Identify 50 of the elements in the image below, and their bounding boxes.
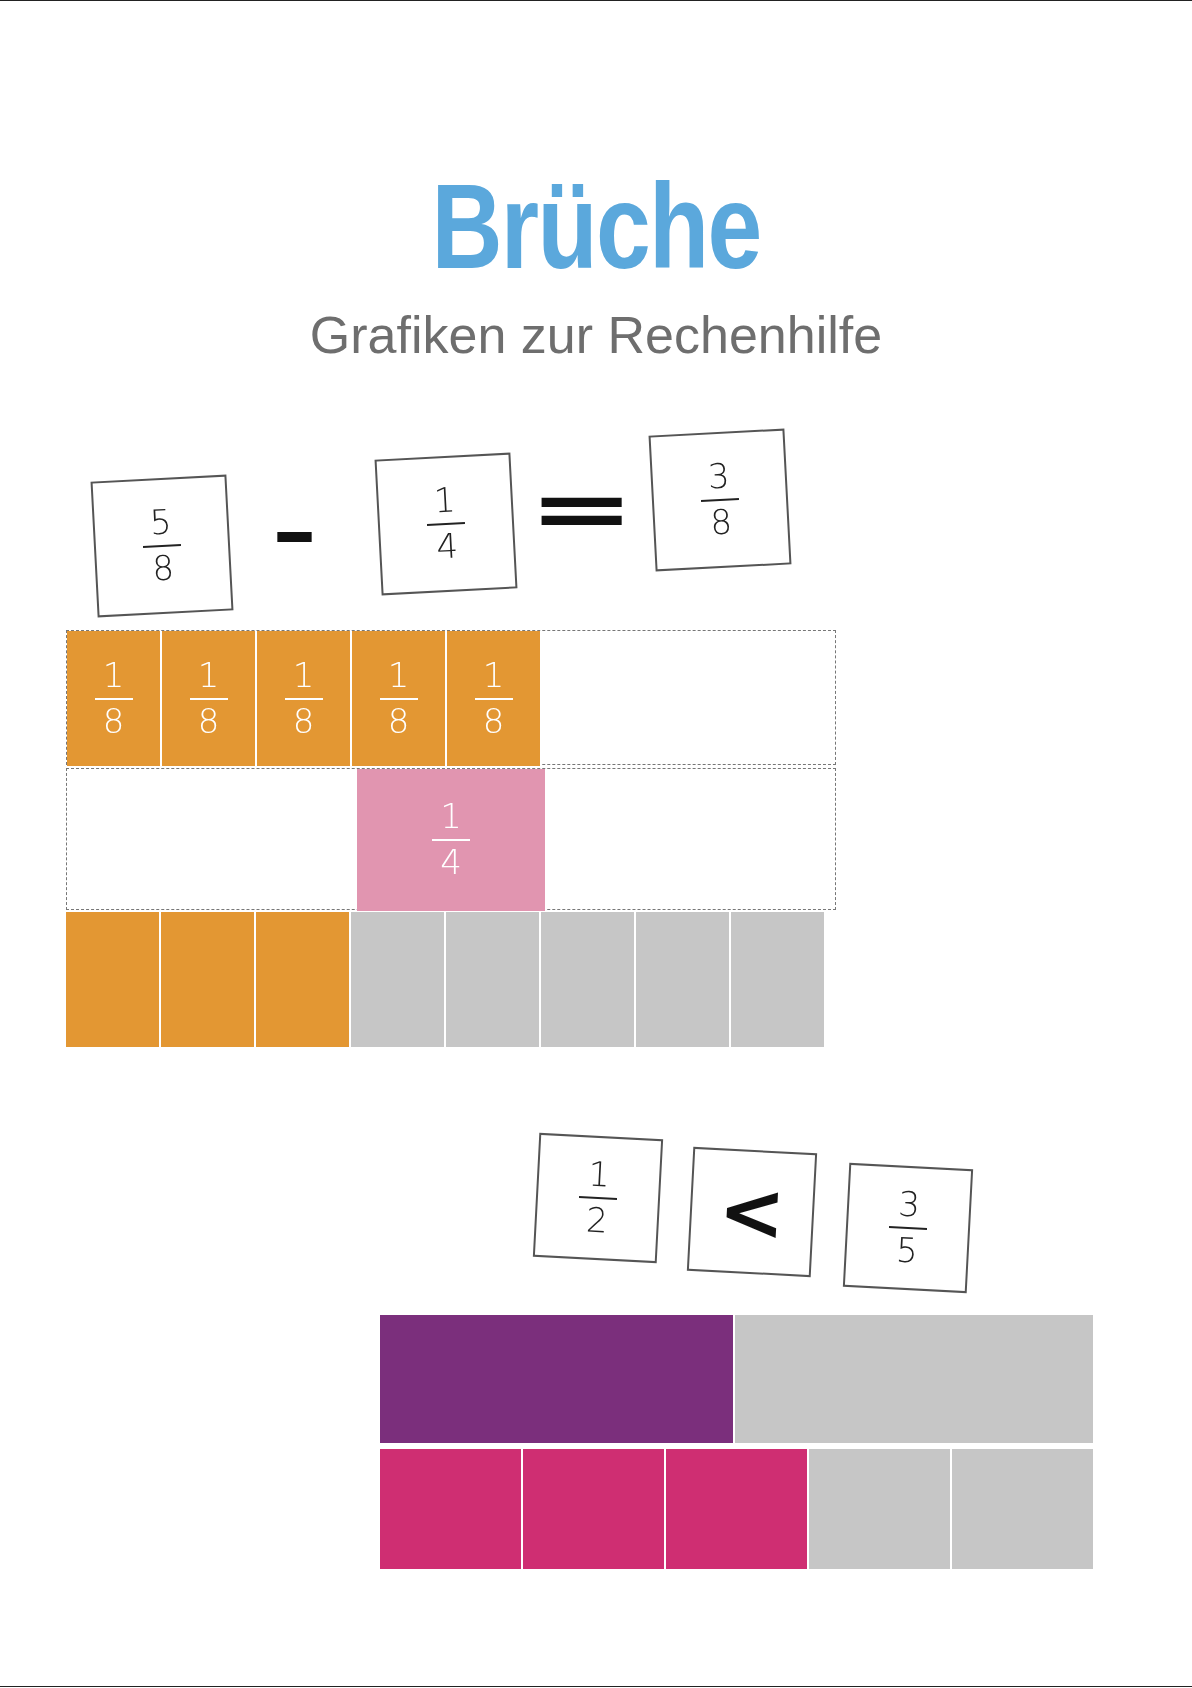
- numerator: 1: [482, 657, 505, 694]
- bar-segment: [541, 912, 636, 1047]
- operator-sign: =: [527, 470, 636, 550]
- numerator: 3: [707, 458, 731, 496]
- denominator: 8: [151, 550, 175, 588]
- bar-segment: [66, 912, 161, 1047]
- bar-segment: [952, 1449, 1095, 1569]
- dashed-outline: [66, 630, 836, 765]
- denominator: 4: [440, 845, 462, 881]
- numerator: 1: [433, 482, 457, 520]
- bar-segment: [446, 912, 541, 1047]
- bar-segment: [666, 1449, 809, 1569]
- denominator: 4: [435, 528, 459, 566]
- fraction-piece: [67, 631, 162, 766]
- fraction-piece: [352, 631, 447, 766]
- denominator: 8: [709, 504, 733, 542]
- dashed-outline: [66, 768, 836, 910]
- fraction-piece: [162, 631, 257, 766]
- denominator: 8: [197, 703, 220, 740]
- numerator: 1: [587, 1156, 611, 1194]
- denominator: 5: [895, 1232, 919, 1270]
- subtitle: Grafiken zur Rechenhilfe: [308, 305, 884, 365]
- denominator: 8: [482, 703, 505, 740]
- bar-segment: [256, 912, 351, 1047]
- denominator: 8: [387, 703, 410, 740]
- comparison-sign: <: [716, 1170, 788, 1254]
- numerator: 5: [149, 504, 173, 542]
- bar-segment: [380, 1315, 735, 1443]
- fraction-piece: [447, 631, 542, 766]
- operator-sign: -: [271, 498, 318, 568]
- numerator: 3: [897, 1186, 921, 1224]
- bar-segment: [351, 912, 446, 1047]
- bar-segment: [380, 1449, 523, 1569]
- bar-segment: [636, 912, 731, 1047]
- fraction-piece: [257, 631, 352, 766]
- title: Brüche: [430, 160, 762, 292]
- bar-segment: [735, 1315, 1095, 1443]
- bar-segment: [731, 912, 826, 1047]
- numerator: 1: [292, 657, 315, 694]
- bar-segment: [161, 912, 256, 1047]
- numerator: 1: [387, 657, 410, 694]
- numerator: 1: [102, 657, 125, 694]
- denominator: 2: [585, 1202, 609, 1240]
- fraction-piece: [357, 769, 547, 911]
- denominator: 8: [102, 703, 125, 740]
- numerator: 1: [197, 657, 220, 694]
- bar-segment: [523, 1449, 666, 1569]
- denominator: 8: [292, 703, 315, 740]
- numerator: 1: [440, 799, 462, 835]
- bar-segment: [809, 1449, 952, 1569]
